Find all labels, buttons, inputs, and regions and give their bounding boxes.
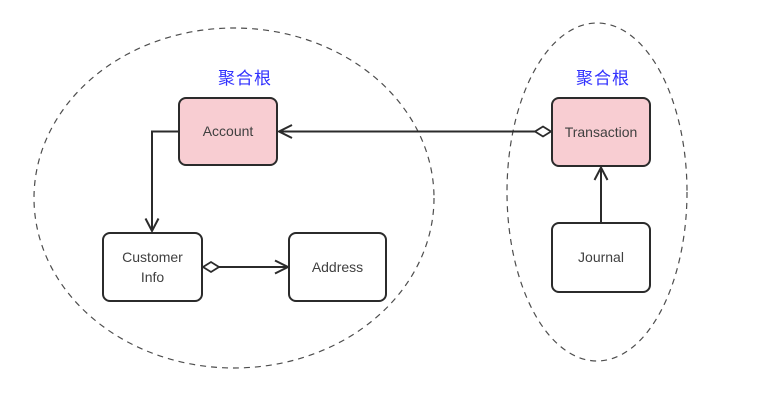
node-customer-info[interactable]: Customer Info bbox=[102, 232, 203, 302]
edge-line bbox=[151, 130, 178, 230]
aggregate-boundary-right bbox=[506, 22, 688, 362]
node-account[interactable]: Account bbox=[178, 97, 278, 166]
aggregation-diamond bbox=[533, 125, 553, 138]
edge-transaction-to-account bbox=[276, 124, 553, 139]
open-arrowhead-down bbox=[144, 218, 160, 234]
node-journal[interactable]: Journal bbox=[551, 222, 651, 293]
aggregation-diamond bbox=[201, 260, 221, 274]
aggregate-label-left: 聚合根 bbox=[218, 69, 272, 88]
edge-account-to-customer-info bbox=[144, 130, 178, 234]
aggregate-boundary-left bbox=[33, 27, 435, 369]
node-transaction[interactable]: Transaction bbox=[551, 97, 651, 167]
edge-customer-info-to-address bbox=[201, 259, 291, 275]
node-journal-label: Journal bbox=[578, 249, 624, 266]
node-address[interactable]: Address bbox=[288, 232, 387, 302]
open-arrowhead-up bbox=[593, 165, 609, 181]
edge-journal-to-transaction bbox=[593, 165, 609, 222]
open-arrowhead-left bbox=[276, 124, 293, 139]
node-account-label: Account bbox=[202, 123, 254, 140]
node-address-label: Address bbox=[311, 258, 364, 275]
aggregate-label-right: 聚合根 bbox=[576, 69, 630, 88]
node-customer-info-label: Customer Info bbox=[122, 248, 183, 285]
node-transaction-label: Transaction bbox=[564, 123, 638, 140]
